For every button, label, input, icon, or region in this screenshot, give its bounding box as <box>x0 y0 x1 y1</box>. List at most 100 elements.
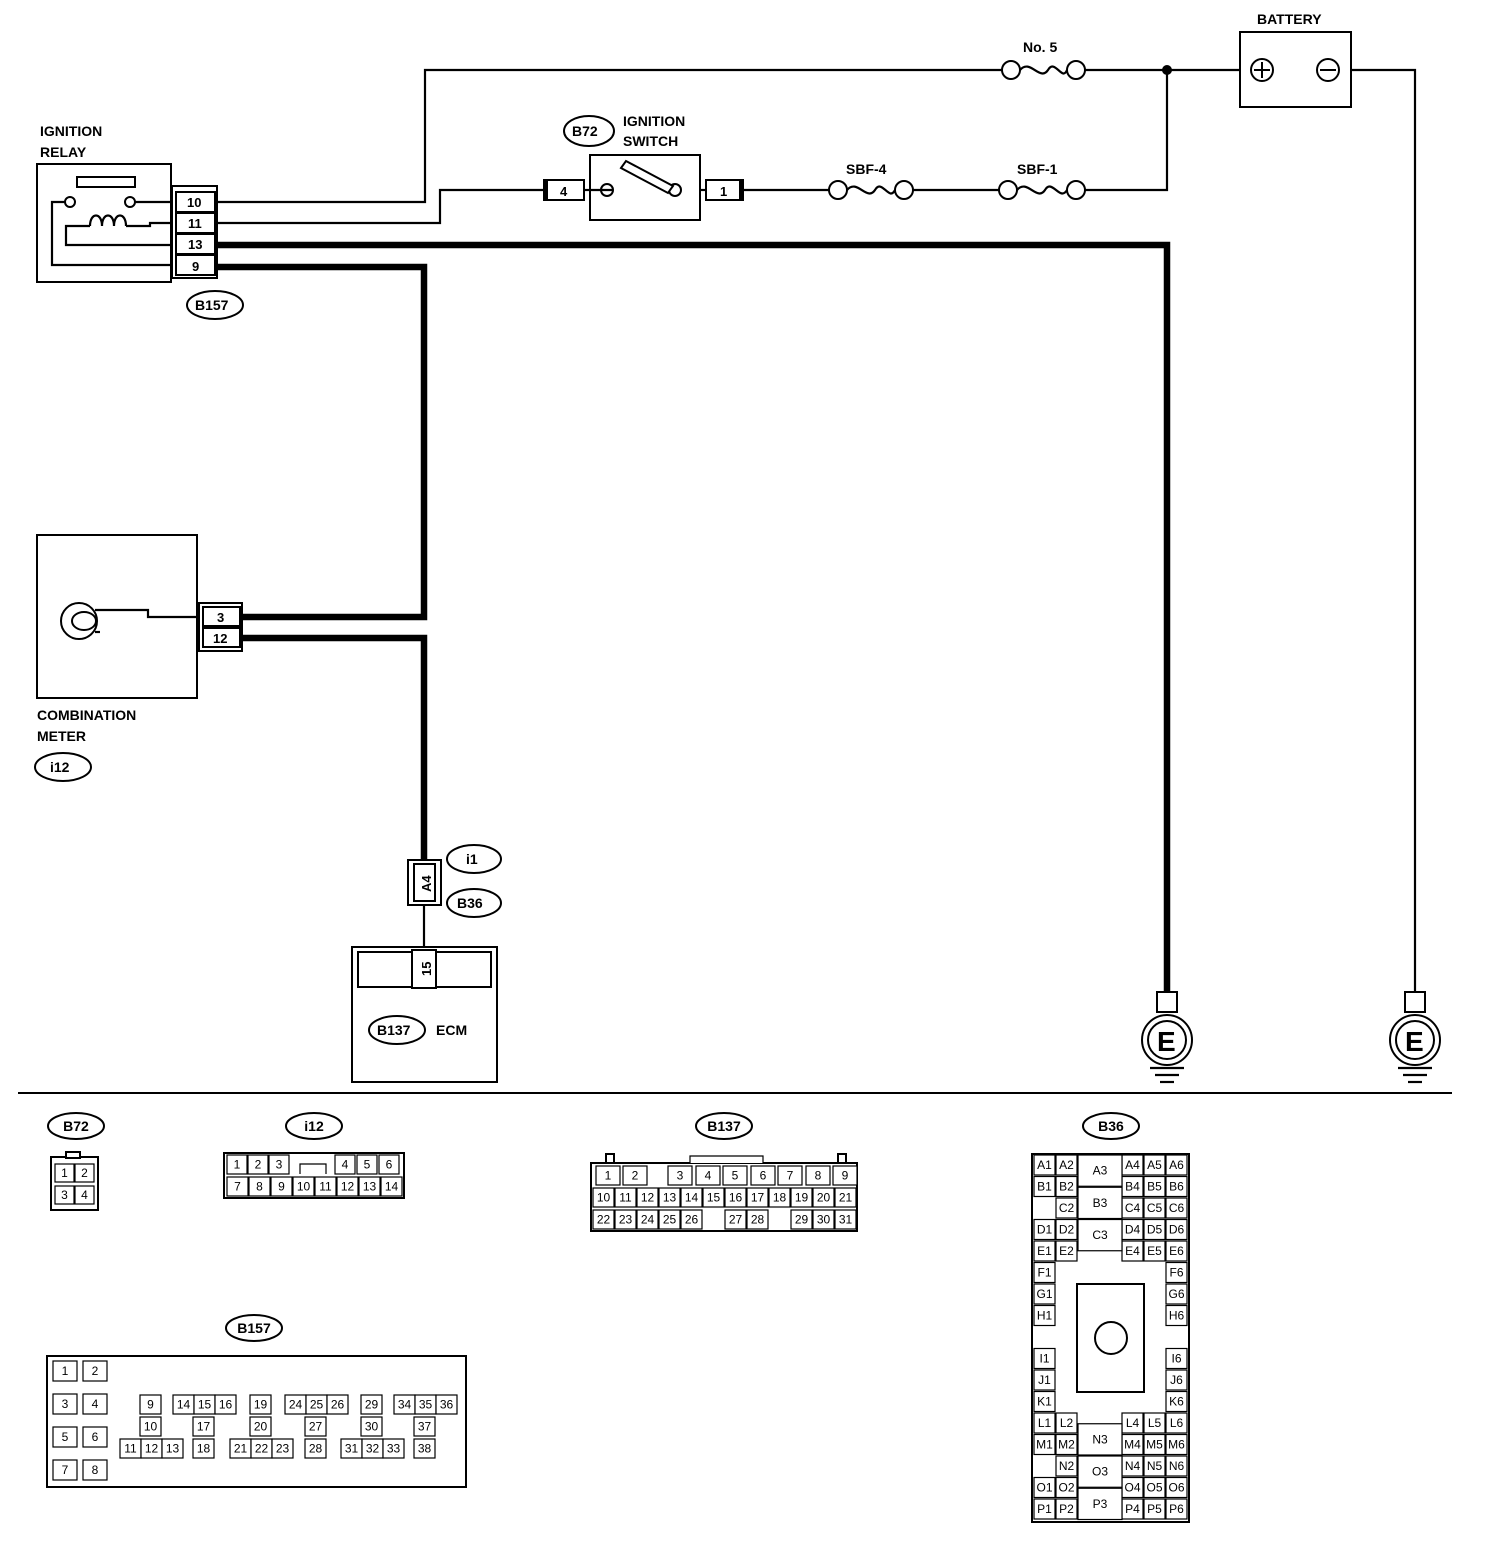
b36-pin: E4 <box>1125 1244 1140 1258</box>
b36-pin: A3 <box>1093 1164 1108 1178</box>
i12-pin: 1 <box>234 1158 241 1172</box>
relay-pin-9: 9 <box>192 259 199 274</box>
b157-cell <box>82 1360 108 1382</box>
thick-wires <box>215 241 1171 992</box>
b36-pin: A2 <box>1059 1158 1074 1172</box>
b36-cell <box>1143 1240 1166 1262</box>
b36-cell <box>1165 1455 1188 1477</box>
b36-pin: G6 <box>1168 1287 1184 1301</box>
b157-cell <box>139 1394 162 1415</box>
b137-pin: 29 <box>795 1213 809 1227</box>
b36-cell <box>1077 1154 1123 1187</box>
battery-label: BATTERY <box>1257 11 1322 27</box>
b137-pin: 7 <box>787 1169 794 1183</box>
b137-pin: 6 <box>760 1169 767 1183</box>
b36-cell <box>1055 1412 1078 1434</box>
b137-cell <box>750 1165 776 1186</box>
b36-title-oval <box>1082 1112 1140 1140</box>
b137-pin: 21 <box>839 1191 853 1205</box>
b137-cell <box>622 1165 648 1186</box>
b36-cell <box>1165 1175 1188 1198</box>
b137-pin: 14 <box>685 1191 699 1205</box>
b157-pin: 20 <box>254 1420 268 1434</box>
b157-pin: 34 <box>398 1398 412 1412</box>
junction-dot <box>1162 65 1172 75</box>
i12-pin: 9 <box>278 1180 285 1194</box>
b157-cell <box>139 1416 162 1437</box>
b157-cell <box>360 1416 383 1437</box>
b36-cell <box>1055 1433 1078 1456</box>
b137-cell <box>614 1187 637 1208</box>
b36-cell <box>1143 1433 1166 1456</box>
b137-pin: 16 <box>729 1191 743 1205</box>
b36-pin: B1 <box>1037 1180 1052 1194</box>
b137-pin: 24 <box>641 1213 655 1227</box>
thin-wires <box>215 68 1417 992</box>
b157-pin: 26 <box>331 1398 345 1412</box>
b157-pin: 24 <box>289 1398 303 1412</box>
i12-cell <box>248 1176 271 1197</box>
b36-cell <box>1033 1369 1056 1391</box>
b137-cell <box>680 1187 703 1208</box>
b157-pin: 3 <box>62 1397 69 1411</box>
b157-pin: 32 <box>366 1442 380 1456</box>
b157-pin: 9 <box>147 1398 154 1412</box>
b137-cell <box>777 1165 803 1186</box>
b36-cell <box>1055 1154 1078 1176</box>
b36-pin: M4 <box>1124 1438 1141 1452</box>
b36-pin: A6 <box>1169 1158 1184 1172</box>
b36-cell <box>1165 1304 1188 1327</box>
b137-pin: 25 <box>663 1213 677 1227</box>
b137-cell <box>636 1187 659 1208</box>
b72-pin: 2 <box>81 1166 88 1180</box>
i12-cell <box>270 1176 293 1197</box>
b36-pin: H6 <box>1169 1309 1185 1323</box>
b137-cell <box>724 1187 747 1208</box>
b36-pin: O6 <box>1168 1481 1184 1495</box>
b157-pin: 17 <box>197 1420 211 1434</box>
b36-pin: B4 <box>1125 1180 1140 1194</box>
b137-pin: 8 <box>815 1169 822 1183</box>
b36-pin: F6 <box>1169 1266 1183 1280</box>
b137-cell <box>667 1165 693 1186</box>
b36-cell <box>1055 1218 1078 1241</box>
combination-meter-label-2: METER <box>37 728 86 744</box>
b157-pin: 30 <box>365 1420 379 1434</box>
b36-cell <box>1143 1175 1166 1198</box>
ignition-switch-label-2: SWITCH <box>623 133 678 149</box>
b36-pin: D5 <box>1147 1223 1163 1237</box>
b137-pin: 27 <box>729 1213 743 1227</box>
ecm-pin-15: 15 <box>419 962 434 976</box>
b36-pin: E2 <box>1059 1244 1074 1258</box>
ignition-relay-label-1: IGNITION <box>40 123 102 139</box>
b36-cell <box>1055 1240 1078 1262</box>
battery: BATTERY <box>1239 11 1352 108</box>
i12-title: i12 <box>304 1118 324 1134</box>
i12-pin: 8 <box>256 1180 263 1194</box>
b36-pin: D4 <box>1125 1223 1141 1237</box>
fuse-sbf4: SBF-4 <box>828 161 914 200</box>
i12-cell <box>226 1154 248 1175</box>
b36-cell <box>1077 1186 1123 1220</box>
b157-cell <box>435 1394 458 1415</box>
b137-cell <box>592 1187 615 1208</box>
b36-cell <box>1077 1487 1123 1521</box>
b36-pin: P3 <box>1093 1497 1108 1511</box>
meter-ref-i12: i12 <box>50 759 70 775</box>
relay-pin-10: 10 <box>187 195 201 210</box>
b36-pin: O4 <box>1124 1481 1140 1495</box>
i12-pin: 12 <box>341 1180 355 1194</box>
b36-pin: M5 <box>1146 1438 1163 1452</box>
b157-cell <box>82 1459 108 1481</box>
b36-pin: N5 <box>1147 1459 1163 1473</box>
i12-pin: 2 <box>255 1158 262 1172</box>
b137-cell <box>658 1187 681 1208</box>
b157-cell <box>161 1438 184 1459</box>
b36-cell <box>1165 1218 1188 1241</box>
b36-pin: N2 <box>1059 1459 1075 1473</box>
i12-cell <box>380 1176 403 1197</box>
b157-cell <box>192 1438 215 1459</box>
b137-pin: 10 <box>597 1191 611 1205</box>
b36-pin: C3 <box>1092 1228 1108 1242</box>
